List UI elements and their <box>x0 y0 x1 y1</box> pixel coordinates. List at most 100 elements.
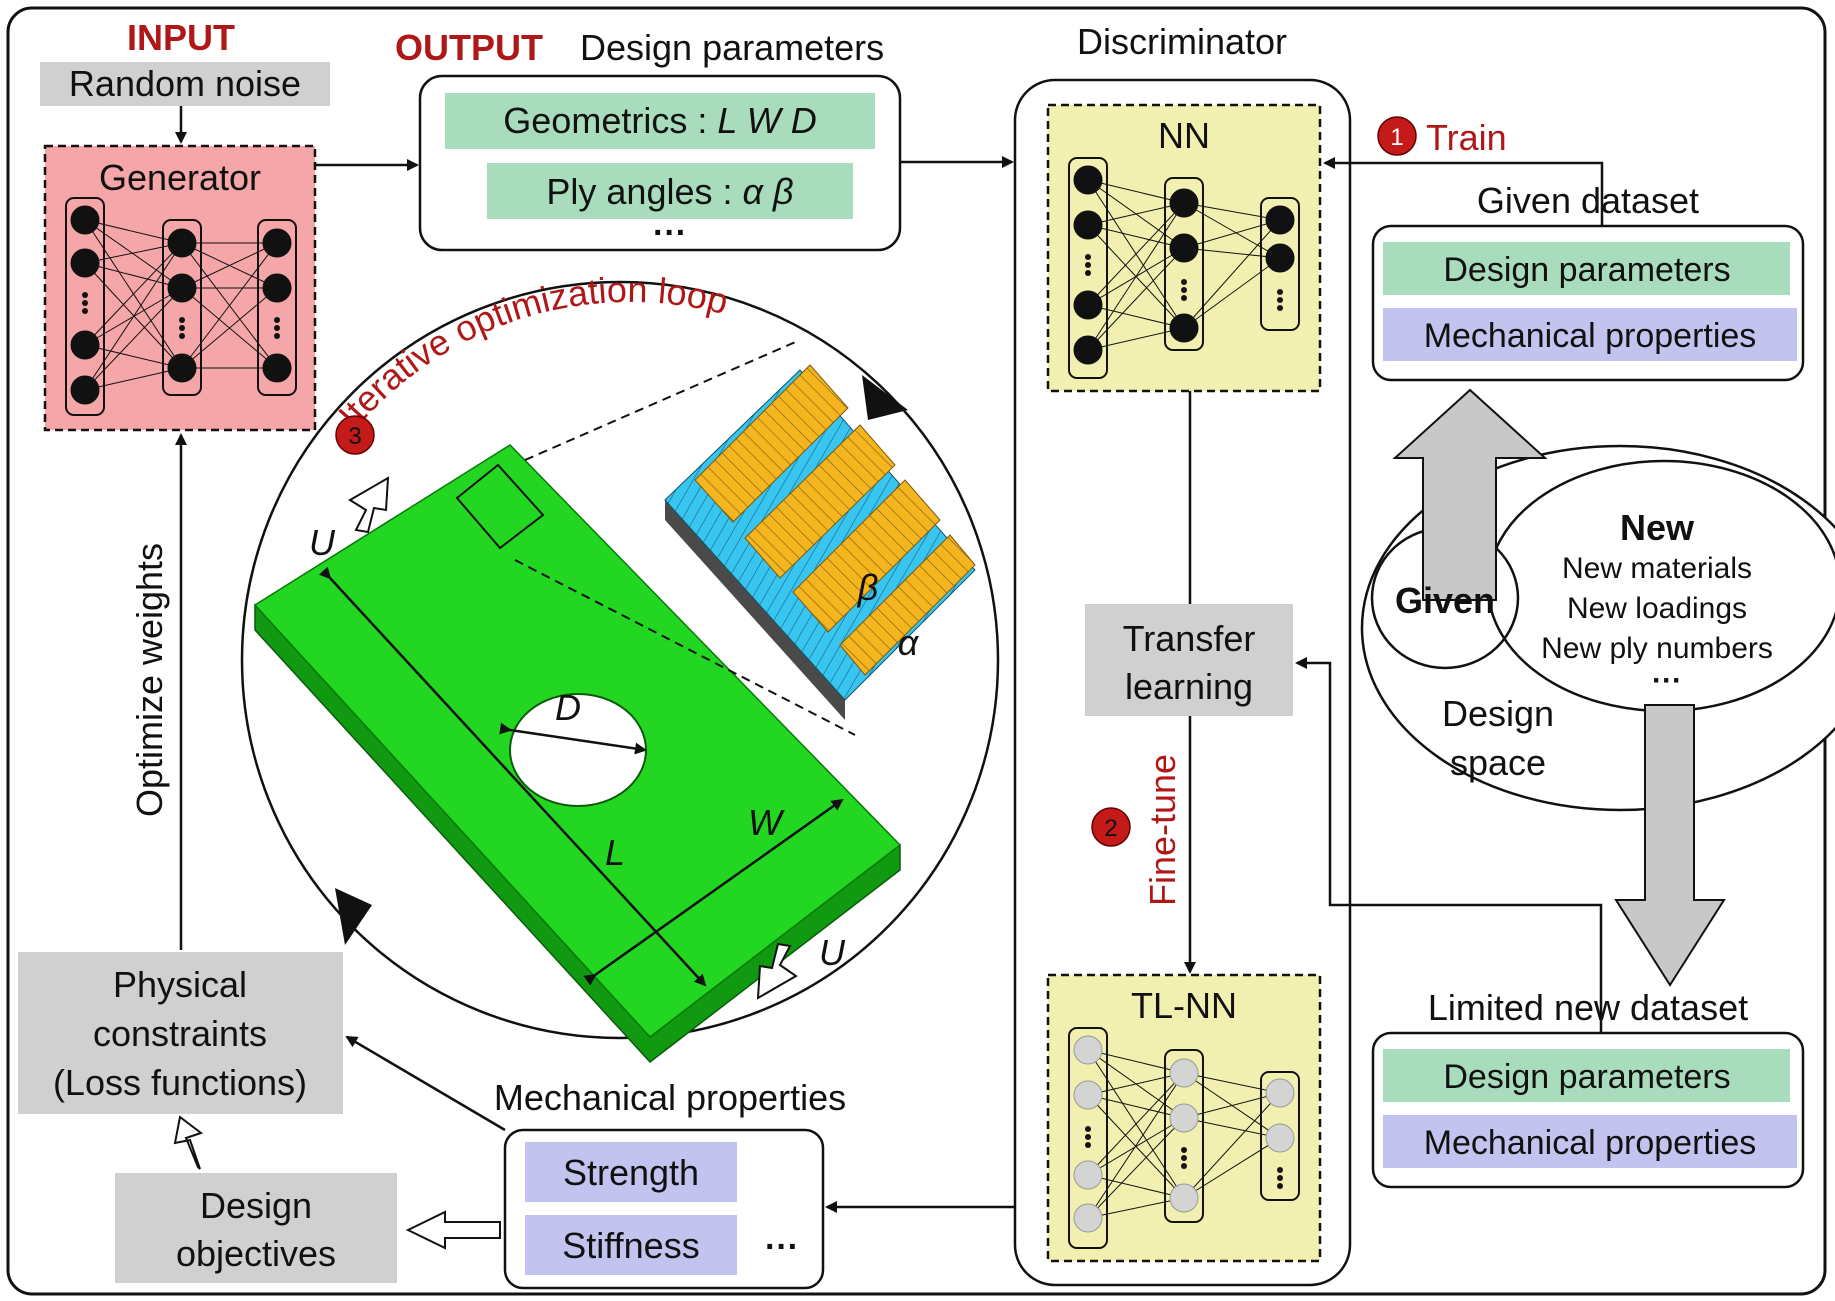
neuron <box>1265 1123 1295 1153</box>
neuron <box>1073 1035 1103 1065</box>
neuron <box>70 375 100 405</box>
dim-W-label: W <box>748 802 785 843</box>
ellipsis-dot <box>274 317 280 323</box>
neuron <box>1265 243 1295 273</box>
constraints-box <box>18 952 343 1114</box>
connection <box>1087 1049 1185 1074</box>
input-heading: INPUT <box>127 17 235 58</box>
step-2-number: 2 <box>1104 815 1117 842</box>
dim-L-label: L <box>605 832 625 873</box>
connection <box>84 242 183 391</box>
layer-box <box>1068 1027 1108 1249</box>
output-heading: OUTPUT <box>395 27 543 68</box>
neuron <box>70 330 100 360</box>
geometrics-box <box>445 93 875 149</box>
connection <box>1183 1092 1281 1199</box>
hollow-arrow-mech-to-objectives <box>405 1210 501 1250</box>
connection <box>1183 1072 1281 1094</box>
ellipsis-dot <box>1085 254 1091 260</box>
ellipsis-dot <box>1277 1175 1283 1181</box>
geometrics-label: Geometrics : L W D <box>503 100 816 141</box>
generator-network <box>65 197 297 416</box>
neuron <box>1169 188 1199 218</box>
connection <box>1183 257 1281 329</box>
discriminator-title: Discriminator <box>1077 21 1287 62</box>
down-arrow-limited <box>1614 704 1726 987</box>
ellipsis-dot <box>1085 262 1091 268</box>
connection <box>1087 179 1185 204</box>
connection <box>1087 224 1185 249</box>
constraints-line2: constraints <box>93 1013 267 1054</box>
loop-arrowhead-top-right <box>862 375 908 420</box>
ellipsis-dot <box>1277 289 1283 295</box>
connection <box>84 287 183 391</box>
step-3-badge <box>335 415 375 455</box>
tlnn-network <box>1068 1027 1300 1249</box>
ellipsis-dot <box>1277 1183 1283 1189</box>
connection <box>1087 327 1185 351</box>
train-label: Train <box>1426 117 1507 158</box>
given-mech-props-box <box>1383 308 1797 361</box>
limited-mech-props-label: Mechanical properties <box>1424 1124 1757 1162</box>
connection <box>84 344 183 369</box>
load-U-bottom: U <box>819 932 846 973</box>
mech-ellipsis: ··· <box>765 1228 799 1266</box>
layer-box <box>1164 1049 1204 1223</box>
ellipsis-dot <box>1277 305 1283 311</box>
connection <box>1087 1072 1185 1096</box>
connection <box>1087 202 1185 226</box>
limited-design-params-label: Design parameters <box>1443 1058 1730 1096</box>
design-space-line2: space <box>1450 742 1546 783</box>
ellipsis-dot <box>1085 1142 1091 1148</box>
ply-alpha-label: α <box>898 622 920 663</box>
optimization-loop-circle <box>240 280 1000 1040</box>
layer-box <box>65 197 105 416</box>
connection <box>1087 1072 1185 1219</box>
constraints-line3: (Loss functions) <box>53 1062 307 1103</box>
neuron <box>167 273 197 303</box>
neuron <box>262 228 292 258</box>
new-item-loadings: New loadings <box>1567 592 1747 625</box>
zoom-square <box>455 463 545 550</box>
neuron <box>167 353 197 383</box>
strength-label: Strength <box>563 1152 699 1193</box>
constraints-line1: Physical <box>113 964 247 1005</box>
layer-box <box>1164 177 1204 351</box>
load-arrow-top <box>348 476 390 534</box>
arrow-mech-to-constraints <box>345 1035 506 1132</box>
nn-title: NN <box>1158 115 1210 156</box>
neuron <box>1169 1058 1199 1088</box>
ellipsis-dot <box>274 333 280 339</box>
design-space-line1: Design <box>1442 693 1554 734</box>
stiffness-label: Stiffness <box>562 1225 699 1266</box>
finetune-label: Fine-tune <box>1142 754 1183 906</box>
transfer-learning-box <box>1085 604 1293 716</box>
connection <box>181 287 278 369</box>
connection <box>1087 1117 1185 1219</box>
transfer-learning-line2: learning <box>1125 666 1253 707</box>
output-ellipsis: ··· <box>653 214 687 252</box>
step-3-number: 3 <box>348 423 361 450</box>
neuron <box>1073 165 1103 195</box>
given-design-params-box <box>1383 242 1790 295</box>
new-item-ply-numbers: New ply numbers <box>1541 632 1773 665</box>
ellipsis-dot <box>1181 1147 1187 1153</box>
random-noise-box <box>40 62 330 106</box>
connection <box>1087 1117 1185 1176</box>
neuron <box>262 273 292 303</box>
ellipsis-dot <box>1181 1155 1187 1161</box>
neuron <box>262 353 292 383</box>
nn-network <box>1068 157 1300 379</box>
ellipsis-dot <box>1085 1126 1091 1132</box>
arrow-given-dataset-to-nn <box>1323 157 1604 225</box>
layer-box <box>1068 157 1108 379</box>
objectives-box <box>115 1173 397 1283</box>
loop-label: Iterative optimization loop <box>330 269 732 435</box>
ellipsis-dot <box>1085 1134 1091 1140</box>
ellipsis-dot <box>274 325 280 331</box>
ellipsis-dot <box>1181 287 1187 293</box>
step-1-number: 1 <box>1390 124 1403 151</box>
load-arrow-bottom <box>756 942 798 1000</box>
connection <box>1183 1092 1281 1119</box>
ellipsis-dot <box>82 308 88 314</box>
